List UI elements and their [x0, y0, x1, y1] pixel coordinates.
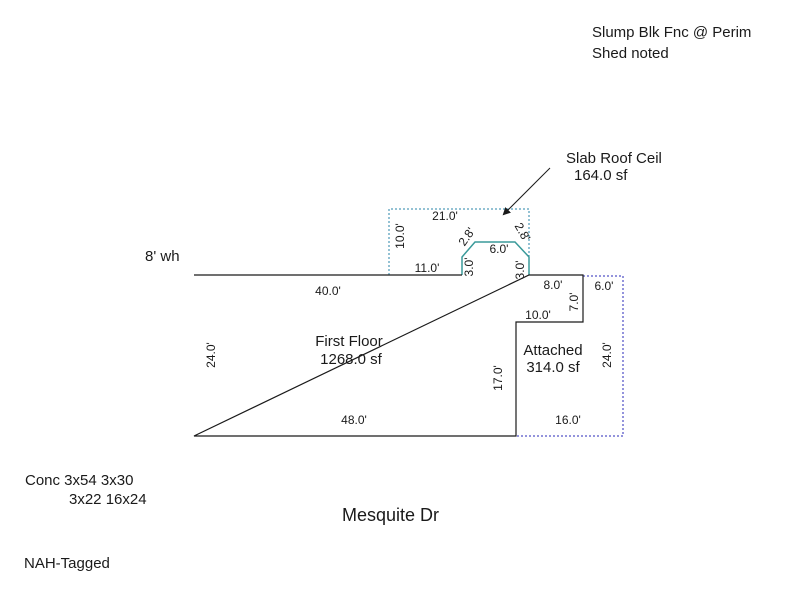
concrete-note-line2: 3x22 16x24: [69, 491, 147, 508]
tag-note: NAH-Tagged: [24, 555, 110, 572]
dim-ff-top-right: 11.0': [415, 261, 440, 275]
dim-ff-right-lower: 17.0': [491, 365, 505, 391]
attached-name: Attached: [523, 342, 582, 359]
street-name: Mesquite Dr: [342, 505, 440, 525]
dim-att-top: 6.0': [595, 279, 614, 293]
dim-bump-left-diag: 2.8': [456, 225, 478, 249]
dim-slab-left: 10.0': [393, 223, 407, 249]
slab-roof-area: 164.0 sf: [574, 167, 628, 184]
bump-out-outline: [461, 241, 530, 275]
dim-step-vertical: 7.0': [567, 293, 581, 312]
dim-slab-top: 21.0': [432, 209, 458, 223]
dim-att-right: 24.0': [600, 342, 614, 368]
dim-ff-top: 40.0': [315, 284, 341, 298]
first-floor-outline: [193, 274, 584, 437]
dim-ff-left: 24.0': [204, 342, 218, 368]
shed-note: Shed noted: [592, 45, 669, 62]
dim-step-top: 8.0': [544, 278, 563, 292]
slab-roof-leader-arrow: [502, 167, 551, 216]
first-floor-area: 1268.0 sf: [320, 351, 383, 368]
slab-roof-name: Slab Roof Ceil: [566, 150, 662, 167]
dim-bump-left: 3.0': [462, 258, 476, 277]
dim-step-bottom: 10.0': [525, 308, 551, 322]
dim-bump-right-diag: 2.8': [512, 220, 534, 243]
fence-note: Slump Blk Fnc @ Perim: [592, 24, 752, 41]
dim-ff-bottom: 48.0': [341, 413, 367, 427]
dim-bump-top: 6.0': [490, 242, 509, 256]
slab-roof-outline: [388, 208, 530, 275]
dim-att-bottom: 16.0': [555, 413, 581, 427]
attached-area: 314.0 sf: [526, 359, 580, 376]
first-floor-name: First Floor: [315, 333, 383, 350]
attached-outline: [516, 275, 624, 437]
dim-bump-right: 3.0': [513, 261, 527, 280]
wall-height-note: 8' wh: [145, 248, 180, 265]
concrete-note-line1: Conc 3x54 3x30: [25, 472, 134, 489]
